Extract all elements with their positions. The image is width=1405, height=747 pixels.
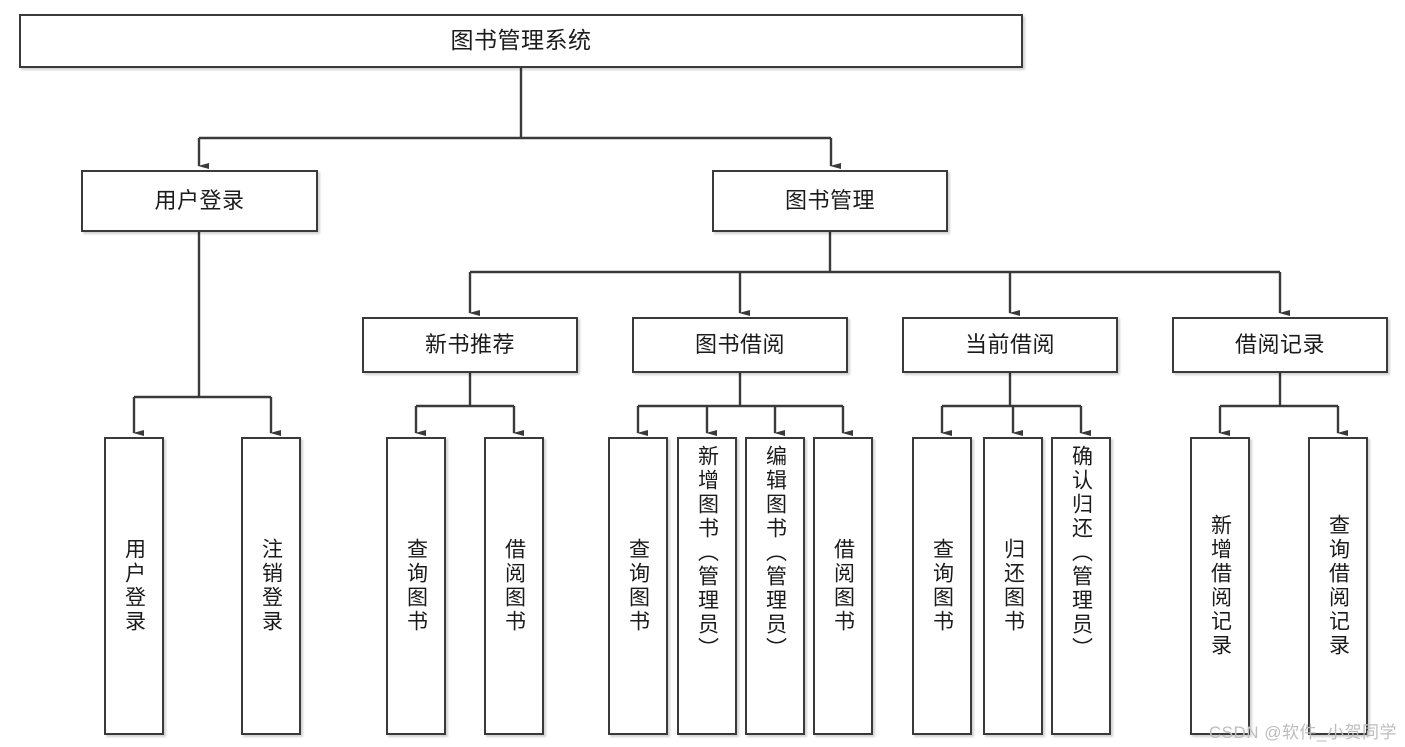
leaf-query-book-borrow[interactable]: 查询图书 (608, 437, 668, 735)
node-user-login[interactable]: 用户登录 (81, 170, 318, 232)
node-book-borrow-label: 图书借阅 (694, 332, 785, 358)
leaf-logout-label: 注销登录 (259, 538, 283, 634)
leaf-confirm-return-admin[interactable]: 确认归还（管理员） (1051, 437, 1111, 735)
leaf-add-book-admin[interactable]: 新增图书（管理员） (677, 437, 737, 735)
node-root-label: 图书管理系统 (450, 27, 592, 54)
leaf-query-borrow-record-label: 查询借阅记录 (1326, 514, 1350, 658)
leaf-return-book-label: 归还图书 (1001, 538, 1025, 634)
node-current-borrow[interactable]: 当前借阅 (902, 317, 1118, 373)
leaf-user-login[interactable]: 用户登录 (104, 437, 164, 735)
leaf-add-borrow-record-label: 新增借阅记录 (1208, 514, 1232, 658)
leaf-add-book-admin-label: 新增图书（管理员） (695, 445, 719, 661)
leaf-borrow-book-recommend-label: 借阅图书 (502, 538, 526, 634)
leaf-query-book-recommend[interactable]: 查询图书 (386, 437, 446, 735)
leaf-query-book-borrow-label: 查询图书 (626, 538, 650, 634)
leaf-borrow-book-label: 借阅图书 (831, 538, 855, 634)
leaf-logout[interactable]: 注销登录 (241, 437, 301, 735)
node-book-borrow[interactable]: 图书借阅 (632, 317, 848, 373)
leaf-user-login-label: 用户登录 (122, 538, 146, 634)
node-new-book-recommend[interactable]: 新书推荐 (362, 317, 578, 373)
node-book-management[interactable]: 图书管理 (712, 170, 948, 232)
node-root[interactable]: 图书管理系统 (19, 14, 1023, 68)
leaf-return-book[interactable]: 归还图书 (983, 437, 1043, 735)
leaf-query-borrow-record[interactable]: 查询借阅记录 (1308, 437, 1368, 735)
leaf-query-book-recommend-label: 查询图书 (404, 538, 428, 634)
watermark: CSDN @软件_小贺同学 (1208, 723, 1397, 742)
leaf-query-book-current[interactable]: 查询图书 (912, 437, 972, 735)
node-book-management-label: 图书管理 (784, 188, 875, 214)
leaf-borrow-book[interactable]: 借阅图书 (813, 437, 873, 735)
node-borrow-record[interactable]: 借阅记录 (1172, 317, 1388, 373)
node-new-book-recommend-label: 新书推荐 (424, 332, 515, 358)
leaf-add-borrow-record[interactable]: 新增借阅记录 (1190, 437, 1250, 735)
leaf-edit-book-admin[interactable]: 编辑图书（管理员） (745, 437, 805, 735)
leaf-edit-book-admin-label: 编辑图书（管理员） (763, 445, 787, 661)
leaf-query-book-current-label: 查询图书 (930, 538, 954, 634)
node-borrow-record-label: 借阅记录 (1234, 332, 1325, 358)
node-user-login-label: 用户登录 (154, 188, 245, 214)
leaf-confirm-return-admin-label: 确认归还（管理员） (1069, 445, 1093, 661)
node-current-borrow-label: 当前借阅 (964, 332, 1055, 358)
leaf-borrow-book-recommend[interactable]: 借阅图书 (484, 437, 544, 735)
